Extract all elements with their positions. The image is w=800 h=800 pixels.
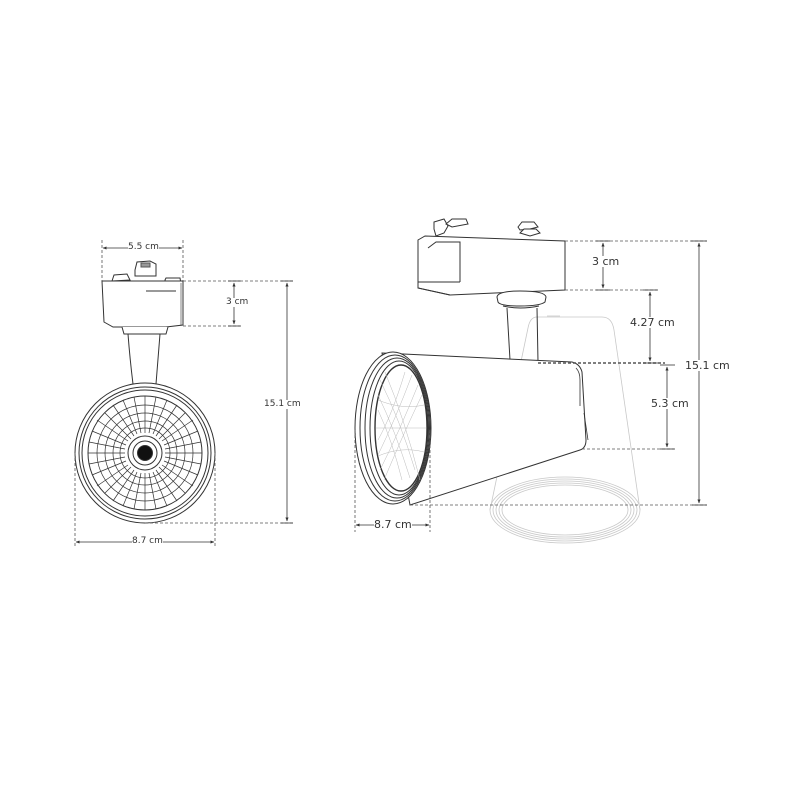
front-total-height-label: 15.1 cm [264, 399, 301, 409]
front-head [74, 382, 216, 524]
side-track-clips [433, 218, 541, 237]
front-adapter-box [101, 280, 184, 328]
front-adapter-height-label: 3 cm [226, 297, 249, 307]
front-reflector-grid [88, 396, 202, 510]
front-stem [127, 333, 161, 385]
side-view [354, 218, 707, 544]
light-beam-ghost [489, 315, 641, 544]
front-led-lens [137, 445, 153, 461]
side-body-height-label: 5.3 cm [651, 397, 689, 410]
side-reflector-mesh [376, 371, 426, 481]
side-collar [496, 290, 547, 307]
side-lens-face [354, 351, 432, 505]
front-view [74, 240, 293, 548]
side-stem [506, 307, 539, 363]
side-stem-height-label: 4.27 cm [630, 316, 675, 329]
front-head-diameter-label: 8.7 cm [132, 536, 163, 546]
side-adapter-height-label: 3 cm [592, 255, 620, 268]
side-head-depth-label: 8.7 cm [374, 518, 412, 531]
side-adapter-box [417, 235, 566, 296]
front-adapter-width-label: 5.5 cm [128, 242, 159, 252]
side-total-height-label: 15.1 cm [685, 359, 730, 372]
